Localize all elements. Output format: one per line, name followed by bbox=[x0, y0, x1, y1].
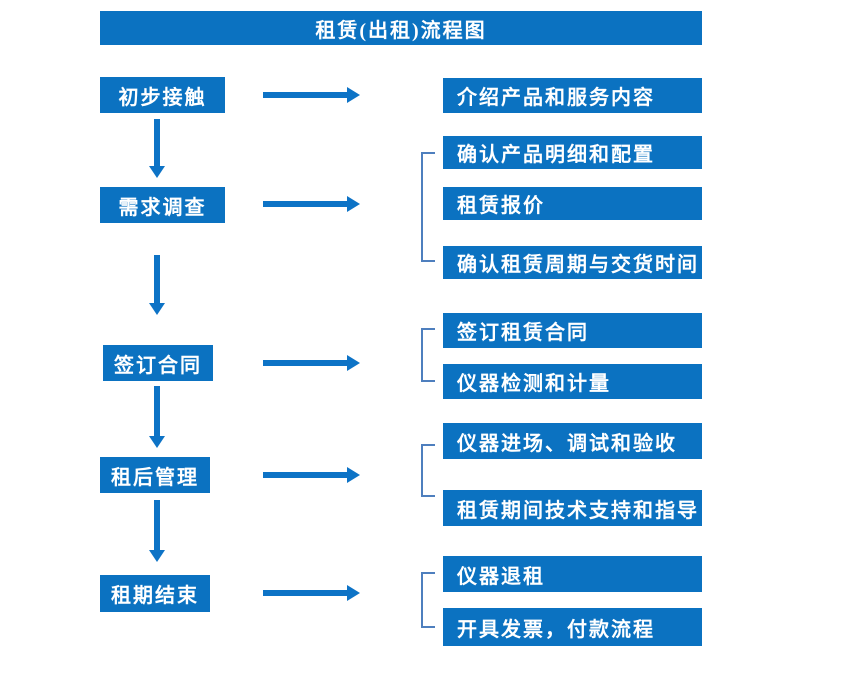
arrow-right-icon bbox=[263, 585, 360, 601]
arrow-head bbox=[347, 585, 360, 601]
arrow-shaft bbox=[263, 92, 348, 98]
arrow-shaft bbox=[263, 201, 348, 207]
detail-instrument-entry: 仪器进场、调试和验收 bbox=[443, 423, 702, 459]
arrow-shaft bbox=[263, 472, 348, 478]
arrow-down-icon bbox=[149, 386, 165, 448]
arrow-head bbox=[347, 87, 360, 103]
arrow-head bbox=[149, 436, 165, 448]
arrow-shaft bbox=[154, 255, 160, 303]
arrow-shaft bbox=[263, 590, 348, 596]
detail-rental-quotation: 租赁报价 bbox=[443, 187, 702, 220]
step-rental-end: 租期结束 bbox=[100, 575, 210, 612]
arrow-right-icon bbox=[263, 467, 360, 483]
group-bracket-demand-survey bbox=[421, 152, 435, 262]
detail-confirm-period-delivery: 确认租赁周期与交货时间 bbox=[443, 246, 702, 279]
detail-instrument-testing: 仪器检测和计量 bbox=[443, 364, 702, 399]
arrow-head bbox=[347, 196, 360, 212]
arrow-shaft bbox=[154, 119, 160, 166]
arrow-down-icon bbox=[149, 119, 165, 178]
arrow-right-icon bbox=[263, 196, 360, 212]
group-bracket-sign-contract bbox=[421, 328, 435, 382]
arrow-right-icon bbox=[263, 87, 360, 103]
step-demand-survey: 需求调查 bbox=[100, 187, 225, 223]
arrow-down-icon bbox=[149, 500, 165, 562]
detail-instrument-return: 仪器退租 bbox=[443, 556, 702, 592]
detail-confirm-product-config: 确认产品明细和配置 bbox=[443, 136, 702, 169]
group-bracket-post-rental-mgmt bbox=[421, 444, 435, 497]
arrow-head bbox=[347, 467, 360, 483]
group-bracket-rental-end bbox=[421, 572, 435, 628]
arrow-shaft bbox=[154, 386, 160, 436]
step-sign-contract: 签订合同 bbox=[103, 345, 213, 381]
arrow-head bbox=[149, 303, 165, 315]
arrow-head bbox=[149, 166, 165, 178]
arrow-head bbox=[149, 550, 165, 562]
detail-introduce-products: 介绍产品和服务内容 bbox=[443, 78, 702, 113]
arrow-shaft bbox=[154, 500, 160, 550]
flowchart-title: 租赁(出租)流程图 bbox=[100, 11, 702, 45]
detail-invoice-payment: 开具发票，付款流程 bbox=[443, 608, 702, 646]
arrow-down-icon bbox=[149, 255, 165, 315]
step-post-rental-mgmt: 租后管理 bbox=[100, 457, 210, 493]
detail-sign-rental-contract: 签订租赁合同 bbox=[443, 313, 702, 348]
arrow-head bbox=[347, 355, 360, 371]
detail-tech-support: 租赁期间技术支持和指导 bbox=[443, 490, 702, 526]
step-initial-contact: 初步接触 bbox=[100, 77, 225, 113]
arrow-shaft bbox=[263, 360, 348, 366]
arrow-right-icon bbox=[263, 355, 360, 371]
